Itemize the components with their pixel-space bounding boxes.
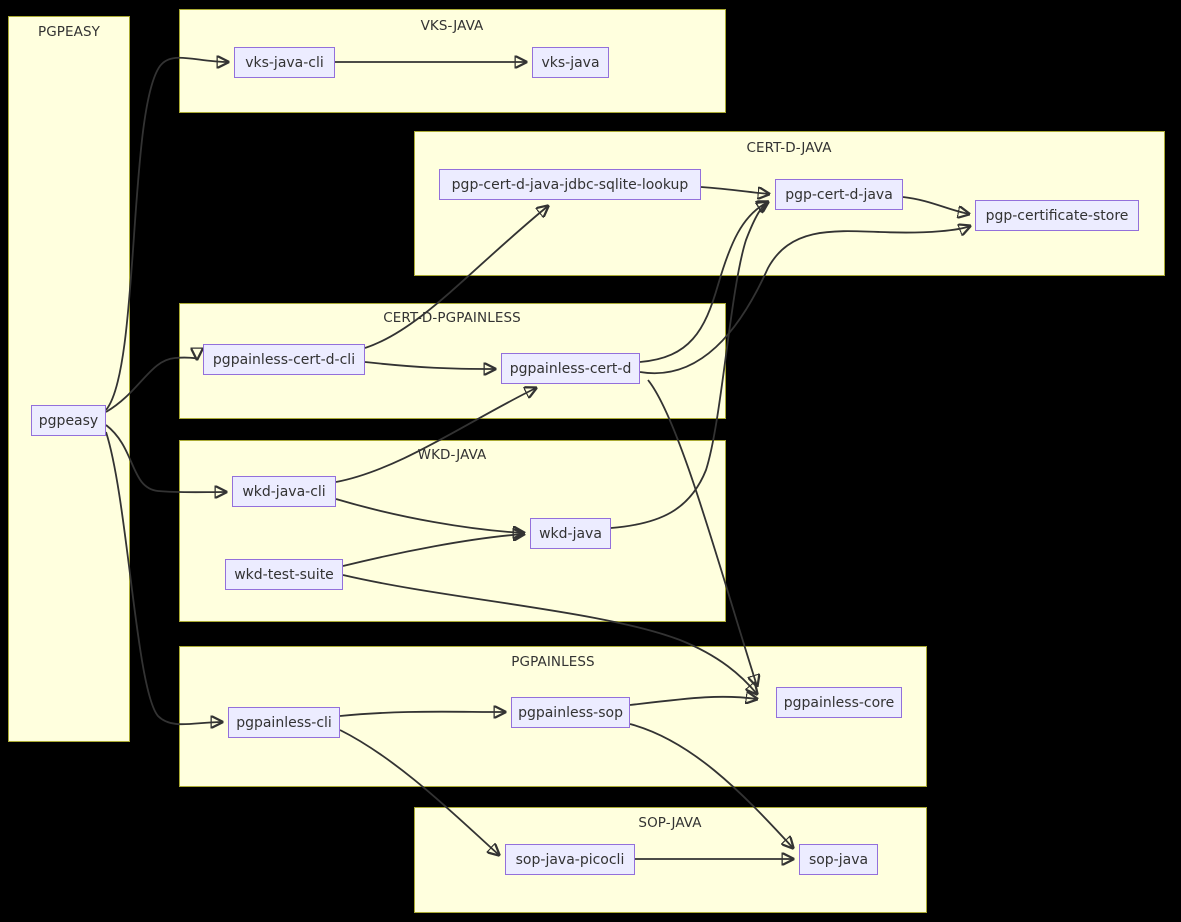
cluster-label-vks-java: VKS-JAVA [420, 18, 484, 34]
cluster-label-cert-d-pgpainless: CERT-D-PGPAINLESS [383, 310, 521, 326]
cluster-label-pgpainless: PGPAINLESS [511, 654, 595, 670]
cluster-label-wkd-java: WKD-JAVA [417, 447, 487, 463]
edge-wkd-java-cli-to-pgpainless-cert-d [335, 388, 536, 483]
node-wkd-test-suite[interactable]: wkd-test-suite [225, 559, 343, 590]
node-pgpainless-cert-d[interactable]: pgpainless-cert-d [501, 353, 640, 384]
edge-pgpainless-cli-to-pgpainless-sop [339, 712, 505, 716]
edge-pgp-cert-d-java-to-pgp-certificate-store [902, 196, 969, 214]
node-sop-java-picocli[interactable]: sop-java-picocli [505, 844, 635, 875]
edge-pgpainless-cli-to-sop-java-picocli [339, 729, 499, 855]
node-wkd-java-cli[interactable]: wkd-java-cli [232, 476, 336, 507]
edge-pgpainless-cert-d-cli-to-pgpainless-cert-d [364, 361, 495, 369]
node-pgp-certificate-store[interactable]: pgp-certificate-store [975, 200, 1139, 231]
node-pgpainless-core[interactable]: pgpainless-core [776, 687, 902, 718]
edge-pgpeasy-to-pgpainless-cli [105, 431, 222, 724]
node-pgpainless-cli[interactable]: pgpainless-cli [228, 707, 340, 738]
node-pgpainless-sop[interactable]: pgpainless-sop [511, 697, 630, 728]
edge-pgpainless-cert-d-to-pgp-cert-d-java [639, 202, 768, 363]
edge-wkd-java-to-pgp-cert-d-java [610, 202, 768, 529]
node-sop-java[interactable]: sop-java [799, 844, 878, 875]
edge-wkd-test-suite-to-wkd-java [342, 534, 524, 567]
edge-pgpainless-cert-d-cli-to-pgp-cert-d-java-jdbc-sqlite-lookup [364, 206, 548, 349]
cluster-label-pgpeasy: PGPEASY [37, 24, 101, 40]
cluster-label-sop-java: SOP-JAVA [638, 815, 702, 831]
node-pgpainless-cert-d-cli[interactable]: pgpainless-cert-d-cli [203, 344, 365, 375]
node-vks-java-cli[interactable]: vks-java-cli [234, 47, 335, 78]
node-wkd-java[interactable]: wkd-java [530, 518, 611, 549]
cluster-label-cert-d-java: CERT-D-JAVA [746, 140, 832, 156]
edge-pgpeasy-to-vks-java-cli [105, 58, 228, 411]
edge-wkd-test-suite-to-pgpainless-core [342, 574, 757, 694]
edge-pgpainless-cert-d-to-pgpainless-core [647, 379, 757, 686]
cluster-pgpeasy [8, 16, 130, 742]
edge-pgpeasy-to-pgpainless-cert-d-cli [105, 358, 197, 413]
edge-wkd-java-cli-to-wkd-java [335, 498, 524, 533]
edge-pgpainless-sop-to-sop-java [629, 723, 793, 848]
edge-pgpainless-cert-d-to-pgp-certificate-store [639, 226, 970, 375]
node-pgp-cert-d-java[interactable]: pgp-cert-d-java [775, 179, 903, 210]
edge-pgpeasy-to-wkd-java-cli [105, 424, 226, 492]
node-pgp-cert-d-java-jdbc-sqlite-lookup[interactable]: pgp-cert-d-java-jdbc-sqlite-lookup [439, 169, 701, 200]
node-pgpeasy[interactable]: pgpeasy [31, 405, 106, 436]
node-vks-java[interactable]: vks-java [532, 47, 609, 78]
edge-pgp-cert-d-java-jdbc-sqlite-lookup-to-pgp-cert-d-java [700, 186, 769, 194]
cluster-wkd-java [179, 440, 726, 622]
edge-pgpainless-sop-to-pgpainless-core [629, 697, 757, 706]
